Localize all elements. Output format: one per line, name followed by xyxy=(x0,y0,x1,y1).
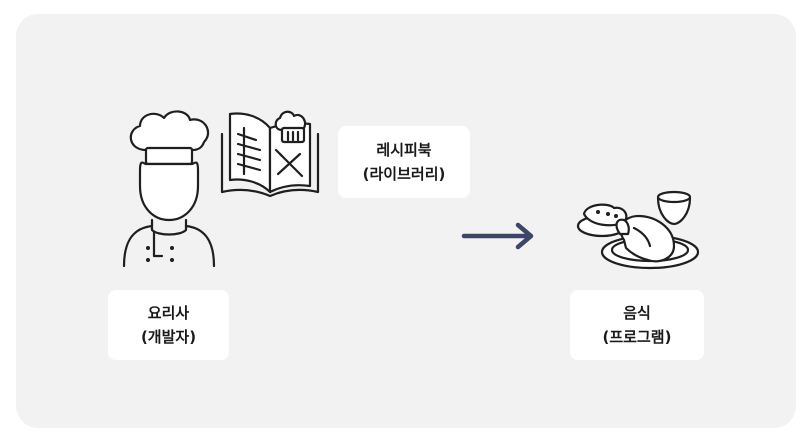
recipe-book-icon xyxy=(220,110,320,198)
food-label: 음식 (프로그램) xyxy=(570,290,704,360)
recipe-book-label: 레시피북 (라이브러리) xyxy=(338,126,470,198)
recipe-book-label-line2: (라이브러리) xyxy=(362,165,446,183)
chef-label-line2: (개발자) xyxy=(140,328,197,346)
chef-icon xyxy=(122,110,216,268)
chef-label-line1: 요리사 xyxy=(147,304,190,322)
food-plate-icon xyxy=(576,190,700,270)
food-label-line1: 음식 xyxy=(623,304,651,322)
chef-label: 요리사 (개발자) xyxy=(108,290,229,360)
recipe-book-label-line1: 레시피북 xyxy=(376,141,432,159)
arrow-right-icon xyxy=(461,222,534,250)
food-label-line2: (프로그램) xyxy=(602,328,672,346)
